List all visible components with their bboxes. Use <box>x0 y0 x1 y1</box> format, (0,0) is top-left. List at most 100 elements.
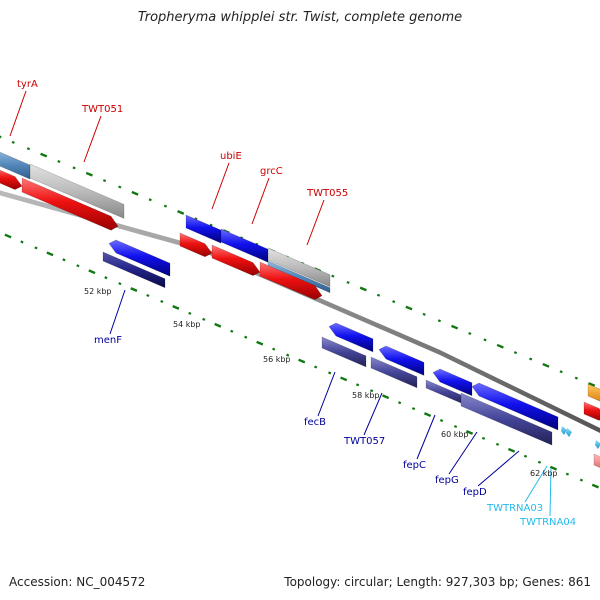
minor-tick <box>104 276 108 280</box>
minor-tick <box>565 472 570 476</box>
major-tick <box>130 287 138 293</box>
gene-label-TWTRNA04[interactable]: TWTRNA04 <box>519 517 576 528</box>
minor-tick <box>163 204 168 208</box>
minor-tick <box>76 264 80 268</box>
gene-arrow-menF[interactable] <box>102 251 166 289</box>
gene-features <box>0 150 600 470</box>
minor-tick <box>118 185 122 189</box>
major-tick <box>359 286 367 292</box>
minor-tick <box>188 311 192 315</box>
gene-label-tyrA[interactable]: tyrA <box>17 79 38 90</box>
minor-tick <box>537 460 542 464</box>
gene-arrow-fepD[interactable] <box>460 392 553 446</box>
reverse-gene-labels: menF fecB TWT057 fepC fepG fepD <box>94 335 487 498</box>
gene-arrow-tyrA-cds[interactable] <box>0 168 23 190</box>
gene-arrow-ubiE-feature[interactable] <box>185 214 222 244</box>
major-tick <box>256 340 264 346</box>
gene-arrow-tyrA[interactable] <box>0 150 31 180</box>
kbp-tick-label: 52 kbp <box>84 287 112 296</box>
minor-tick <box>422 312 426 316</box>
minor-tick <box>369 389 374 393</box>
minor-tick <box>148 198 152 202</box>
major-tick <box>46 251 54 257</box>
gene-arrow-TWT057[interactable] <box>370 356 418 389</box>
gene-arrow-offscreen-orange[interactable] <box>587 383 600 404</box>
trna-arrow-TWTRNA03[interactable] <box>561 426 567 435</box>
leader-TWTRNA03 <box>524 465 548 503</box>
minor-tick <box>392 300 396 304</box>
minor-tick <box>118 282 122 286</box>
minor-tick <box>146 294 150 298</box>
major-tick <box>298 358 306 364</box>
gene-label-grcC[interactable]: grcC <box>260 166 283 177</box>
minor-tick <box>523 454 528 458</box>
leader-fepC <box>416 414 436 460</box>
major-tick <box>451 324 459 330</box>
minor-tick <box>495 442 500 446</box>
kbp-tick-label: 60 kbp <box>441 430 469 439</box>
forward-gene-labels: tyrA TWT051 ubiE grcC TWT055 <box>17 79 348 199</box>
major-ticks <box>0 135 599 489</box>
minor-tick <box>230 329 234 333</box>
minor-tick <box>331 274 335 278</box>
minor-tick <box>453 424 458 429</box>
gene-arrow-offscreen-pink[interactable] <box>593 453 600 470</box>
minor-tick <box>62 258 66 262</box>
minor-tick <box>286 353 290 357</box>
gene-arrow-TWT055-feature[interactable] <box>267 247 331 288</box>
leader-fepG <box>448 431 478 475</box>
kbp-tick-labels: 52 kbp 54 kbp 56 kbp 58 kbp 60 kbp 62 kb… <box>84 287 558 478</box>
minor-tick <box>194 217 198 221</box>
minor-tick <box>20 240 24 244</box>
major-tick <box>0 135 2 139</box>
gene-label-TWT051[interactable]: TWT051 <box>81 104 123 115</box>
leader-TWT057 <box>363 392 383 436</box>
kbp-tick-label: 54 kbp <box>173 320 201 329</box>
gene-arrow-menF-cds[interactable] <box>108 239 171 277</box>
minor-tick <box>34 246 38 250</box>
gene-arrow-TWT055-rna[interactable] <box>267 260 331 294</box>
gene-label-ubiE[interactable]: ubiE <box>220 151 242 162</box>
gene-arrow-TWT051[interactable] <box>29 163 125 219</box>
gene-label-menF[interactable]: menF <box>94 335 122 346</box>
gene-label-fepD[interactable]: fepD <box>463 487 487 498</box>
major-tick <box>591 483 599 489</box>
gene-label-fepC[interactable]: fepC <box>403 460 426 471</box>
gene-arrow-ubiE[interactable] <box>179 232 213 258</box>
minor-tick <box>202 317 206 321</box>
major-tick <box>214 322 222 328</box>
minor-tick <box>57 159 61 164</box>
kbp-tick-label: 58 kbp <box>352 391 380 400</box>
minor-tick <box>160 299 164 304</box>
gene-arrow-TWT055[interactable] <box>259 261 323 300</box>
major-tick <box>465 430 474 435</box>
gene-arrow-fepC-cds[interactable] <box>432 368 473 397</box>
gene-arrow-TWT051-cds[interactable] <box>21 177 119 231</box>
gene-label-TWT055[interactable]: TWT055 <box>306 188 348 199</box>
gene-arrow-fepG-cds[interactable] <box>471 382 559 431</box>
major-tick <box>542 362 550 368</box>
leader-menF <box>109 289 126 335</box>
minor-tick <box>244 335 248 339</box>
major-tick <box>172 305 180 310</box>
gene-arrow-fecB[interactable] <box>321 336 367 368</box>
gene-label-fecB[interactable]: fecB <box>304 417 326 428</box>
minor-tick <box>26 147 31 151</box>
major-tick <box>588 382 596 387</box>
gene-label-TWT057[interactable]: TWT057 <box>343 436 385 447</box>
trna-arrow-TWTRNA04[interactable] <box>566 428 572 437</box>
accession-text: Accession: NC_004572 <box>9 575 146 589</box>
gene-arrow-fecB-cds[interactable] <box>328 322 374 353</box>
minor-tick <box>255 242 259 246</box>
minor-tick <box>102 179 107 183</box>
gene-arrow-grcC[interactable] <box>211 244 261 276</box>
gene-label-TWTRNA03[interactable]: TWTRNA03 <box>486 503 543 514</box>
gene-label-fepG[interactable]: fepG <box>435 475 459 486</box>
minor-tick <box>397 401 402 405</box>
minor-tick <box>272 347 276 351</box>
gene-arrow-offscreen-red[interactable] <box>583 401 600 421</box>
gene-arrow-TWT057-cds[interactable] <box>378 345 425 376</box>
leader-grcC <box>251 177 270 225</box>
trna-arrow-offscreen[interactable] <box>595 440 600 449</box>
major-tick <box>549 465 558 471</box>
